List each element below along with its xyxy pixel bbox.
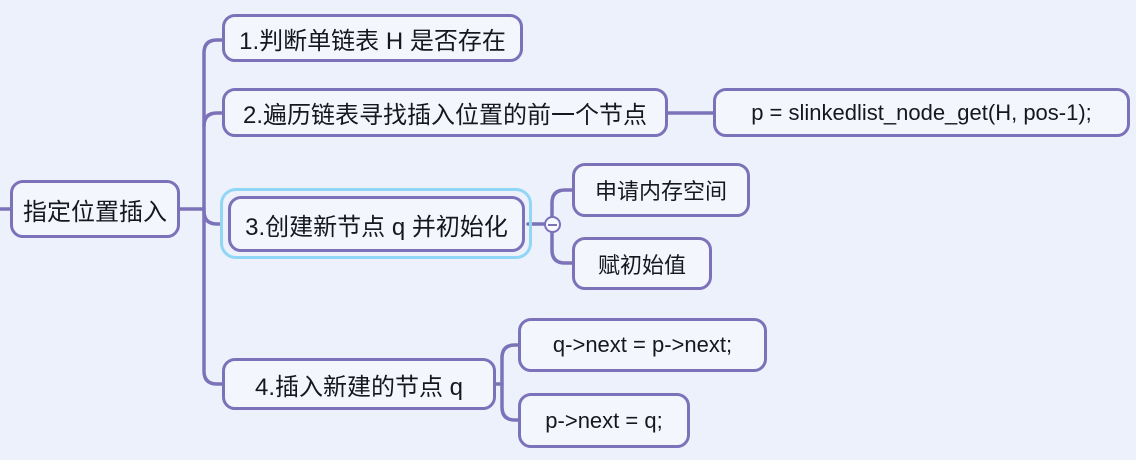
topic-3[interactable]: 3.创建新节点 q 并初始化 <box>228 196 525 252</box>
topic-4-child-qnext[interactable]: q->next = p->next; <box>518 318 767 372</box>
topic-2-child-code[interactable]: p = slinkedlist_node_get(H, pos-1); <box>713 88 1130 137</box>
topic-1[interactable]: 1.判断单链表 H 是否存在 <box>222 14 523 62</box>
topic-3-child-alloc[interactable]: 申请内存空间 <box>572 163 750 217</box>
topic-2[interactable]: 2.遍历链表寻找插入位置的前一个节点 <box>222 88 668 137</box>
selection-frame <box>220 188 532 259</box>
minus-icon <box>548 223 557 226</box>
topic-3-child-init[interactable]: 赋初始值 <box>572 237 712 290</box>
root-topic[interactable]: 指定位置插入 <box>10 180 180 238</box>
collapse-minus-icon[interactable] <box>544 216 561 233</box>
topic-4[interactable]: 4.插入新建的节点 q <box>222 358 496 410</box>
topic-4-child-pnext[interactable]: p->next = q; <box>518 393 690 448</box>
